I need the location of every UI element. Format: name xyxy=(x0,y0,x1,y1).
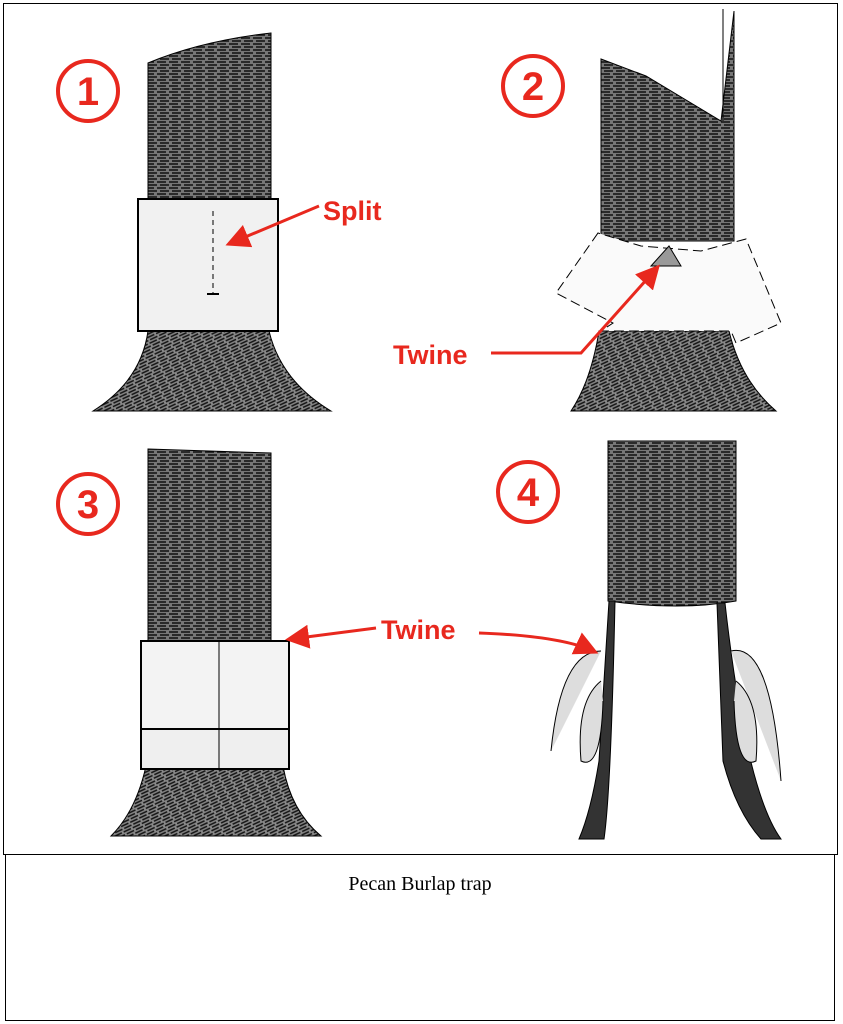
burlap-upper-fold xyxy=(140,640,290,730)
figure-caption: Pecan Burlap trap xyxy=(348,873,492,895)
step-2-badge xyxy=(501,54,565,118)
tree-trunk xyxy=(600,10,735,242)
tree-base xyxy=(570,330,778,412)
twine-label-step-2: Twine xyxy=(393,340,468,370)
step-3-number: 3 xyxy=(77,483,99,527)
illustration-frame: 1 2 3 4 Split Twine Twine xyxy=(3,3,838,855)
step-1-number: 1 xyxy=(77,70,99,114)
caption-box: Pecan Burlap trap xyxy=(5,855,835,1021)
step-4-badge xyxy=(496,460,560,524)
split-label: Split xyxy=(323,196,382,226)
burlap-flaps xyxy=(555,232,782,344)
panel-step-4 xyxy=(550,440,782,840)
panel-step-3 xyxy=(109,448,323,837)
panel-step-2 xyxy=(555,9,782,412)
tree-base xyxy=(91,330,333,412)
panel-step-1 xyxy=(91,32,333,412)
burlap-right xyxy=(730,649,782,782)
step-4-number: 4 xyxy=(517,471,540,515)
tree-trunk xyxy=(607,440,737,607)
step-1-badge xyxy=(56,59,120,123)
burlap-trap-illustration: 1 2 3 4 Split Twine Twine xyxy=(56,9,782,840)
burlap-left xyxy=(550,650,604,763)
twine-label-step-3: Twine xyxy=(381,615,456,645)
step-2-number: 2 xyxy=(522,65,544,109)
tree-trunk xyxy=(147,448,272,642)
step-3-badge xyxy=(56,472,120,536)
burlap-lower-fold xyxy=(140,728,290,770)
tree-trunk xyxy=(147,32,272,202)
label-arrows xyxy=(225,204,660,655)
burlap-band xyxy=(137,198,279,332)
tree-base xyxy=(109,765,323,837)
